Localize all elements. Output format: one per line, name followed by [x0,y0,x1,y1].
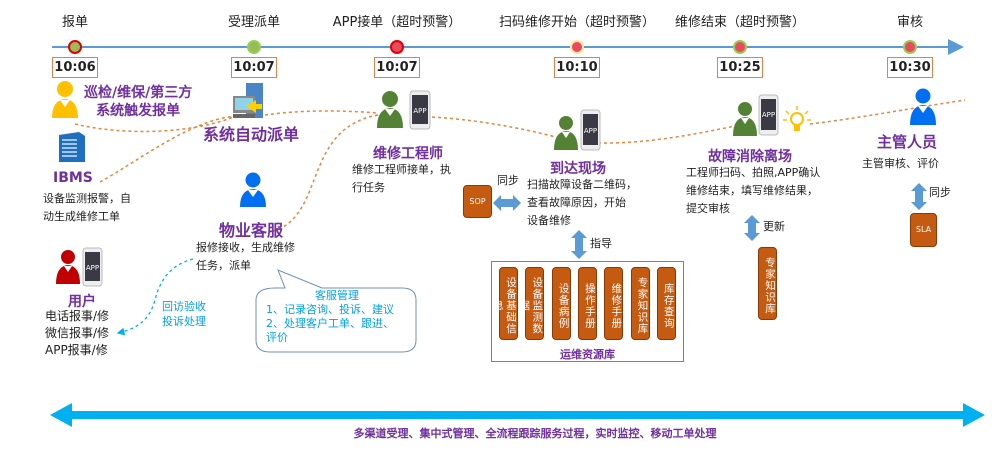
person-icon [240,172,266,207]
resource-item: 设备基础信息 [492,267,518,340]
server-icon [59,132,85,162]
phone-app-label: APP [413,107,426,115]
stage-marker [903,40,917,54]
arrive-desc: 扫描故障设备二维码，查看故障原因，开始设备维修 [527,178,637,227]
sync-arrow-sla [911,183,927,210]
user-icon: APP [56,247,103,287]
stage-label: 维修结束（超时预警） [674,15,806,30]
stage-marker [733,40,747,54]
user-title: 用户 [68,294,96,310]
ibms-title: IBMS [53,170,93,186]
stage-time: 10:10 [554,57,600,78]
stage-label: APP接单（超时预警） [332,15,462,30]
flow-patrol-to-dispatch [74,115,237,133]
person-icon [910,88,936,125]
stage-label: 扫码维修开始（超时预警） [498,15,656,30]
engineer-desc: 维修工程师接单，执行任务 [352,163,451,194]
flow-engineer-to-service [269,114,379,233]
patrol-title: 巡检/维保/第三方系统触发报单 [84,85,193,119]
auto-dispatch-title: 系统自动派单 [203,125,300,144]
sop-box: SOP [463,185,492,218]
arrive-title: 到达现场 [550,161,606,177]
stage-time: 10:07 [374,57,420,78]
resource-item: 专家知识库 [630,267,650,340]
service-title: 物业客服 [219,221,284,240]
sla-box: SLA [910,213,937,247]
sync-label: 同步 [929,186,951,199]
engineer-title: 维修工程师 [373,146,443,162]
stage-time: 10:25 [717,57,763,78]
phone-app-label: APP [762,111,775,119]
finish-desc: 工程师扫码、拍照,APP确认维修结束，填写维修结果，提交审核 [686,166,821,215]
flow-finish-to-supervisor [809,99,966,125]
guide-label: 指导 [590,237,612,250]
resource-item: 设备病例 [551,267,571,340]
lightbulb-icon [783,106,811,131]
stage-marker [390,40,404,54]
engineer-icon: APP [377,90,431,130]
person-icon [52,81,78,118]
sync-arrow-sop [493,195,521,211]
phone-app-label: APP [584,127,597,135]
flow-engineer-to-arrive [431,116,557,138]
footer-arrow [50,403,985,427]
resource-item: 维修手册 [604,267,624,340]
update-arrow [744,215,760,241]
stage-label: 受理派单 [227,15,281,30]
stage-label: 报单 [61,15,89,30]
stage-time: 10:06 [52,57,98,78]
service-desc: 报修接收，生成维修任务，派单 [196,241,295,272]
update-label: 更新 [763,220,785,233]
resource-library: 设备基础信息设备监测数据设备病例操作手册维修手册专家知识库库存查询 运维资源库 [491,261,684,362]
callout-bubble [255,269,417,353]
ibms-desc: 设备监测报警，自动生成维修工单 [43,192,131,223]
resource-item: 设备监测数据 [518,267,545,340]
callout-text: 客服管理 1、记录咨询、投诉、建议 2、处理客户工单、跟进、 评价 [266,289,394,344]
stage-marker [68,40,82,54]
double-arrows [493,183,927,259]
stage-marker [570,40,584,54]
stage-time: 10:30 [887,57,933,78]
stage-marker [247,40,261,54]
flow-arrive-to-finish [597,124,741,144]
supervisor-desc: 主管审核、评价 [862,157,939,170]
arrive-icon: APP [554,109,601,151]
guide-arrow [571,230,587,259]
stage-label: 审核 [896,15,924,30]
supervisor-title: 主管人员 [877,133,938,151]
flow-curves [74,99,966,233]
phone-app-label: APP [86,264,99,272]
finish-icon: APP [733,94,811,136]
followup-curve [116,258,194,336]
resource-library-title: 运维资源库 [560,348,615,361]
expert-kb-box: 专家知识库 [758,247,777,320]
flow-dispatch-to-engineer [264,110,379,116]
computer-icon [233,83,263,118]
resource-item: 操作手册 [577,267,597,340]
footer-text: 多渠道受理、集中式管理、全流程跟踪服务过程，实时监控、移动工单处理 [353,427,717,440]
sync-label: 同步 [497,174,519,187]
resource-item: 库存查询 [656,267,676,340]
finish-title: 故障消除离场 [708,149,792,165]
followup-label: 回访验收投诉处理 [162,300,206,328]
stage-time: 10:07 [231,57,277,78]
